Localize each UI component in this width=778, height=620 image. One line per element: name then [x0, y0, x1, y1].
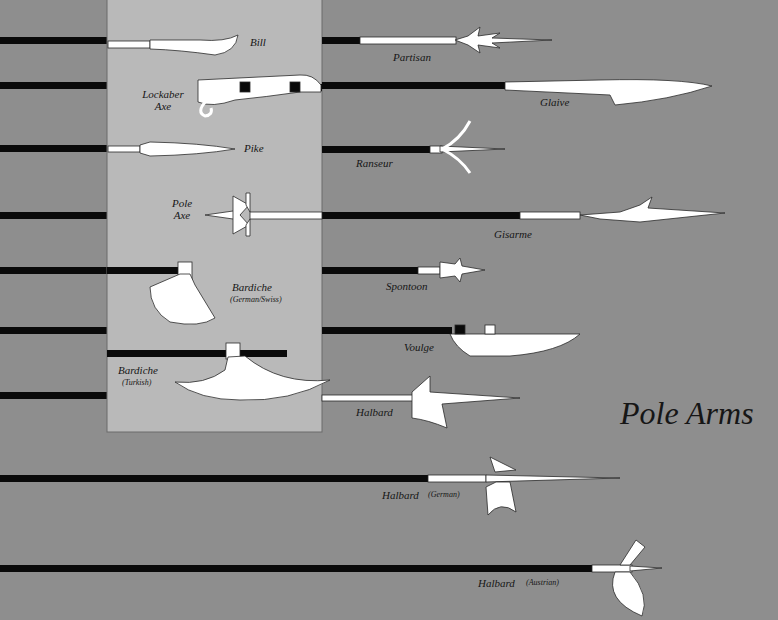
part-name: (Turkish): [122, 379, 151, 388]
part-name: Halbard: [356, 406, 393, 418]
title: Pole Arms: [620, 396, 754, 431]
part-name: Pole Axe: [166, 197, 198, 221]
part-name: Bill: [250, 36, 266, 48]
part-name: Partisan: [393, 51, 431, 63]
part-name: (Austrian): [526, 579, 559, 588]
shafts: [0, 37, 592, 572]
weapon-heads: [108, 27, 725, 616]
part-name: Glaive: [540, 96, 569, 108]
part-name: Lockaber Axe: [138, 88, 188, 112]
part-name: Gisarme: [494, 228, 532, 240]
part-name: Halbard: [382, 489, 419, 501]
part-name: Bardiche: [232, 281, 272, 293]
part-name: Bardiche: [118, 364, 158, 376]
part-name: Ranseur: [356, 157, 393, 169]
part-name: (German/Swiss): [230, 296, 282, 305]
part-name: Pike: [244, 142, 264, 154]
part-name: (German): [428, 491, 460, 500]
left-shafts: [0, 37, 108, 399]
light-panel: [107, 0, 322, 432]
part-name: Voulge: [404, 341, 434, 353]
part-name: Spontoon: [386, 280, 428, 292]
part-name: Halbard: [478, 577, 515, 589]
